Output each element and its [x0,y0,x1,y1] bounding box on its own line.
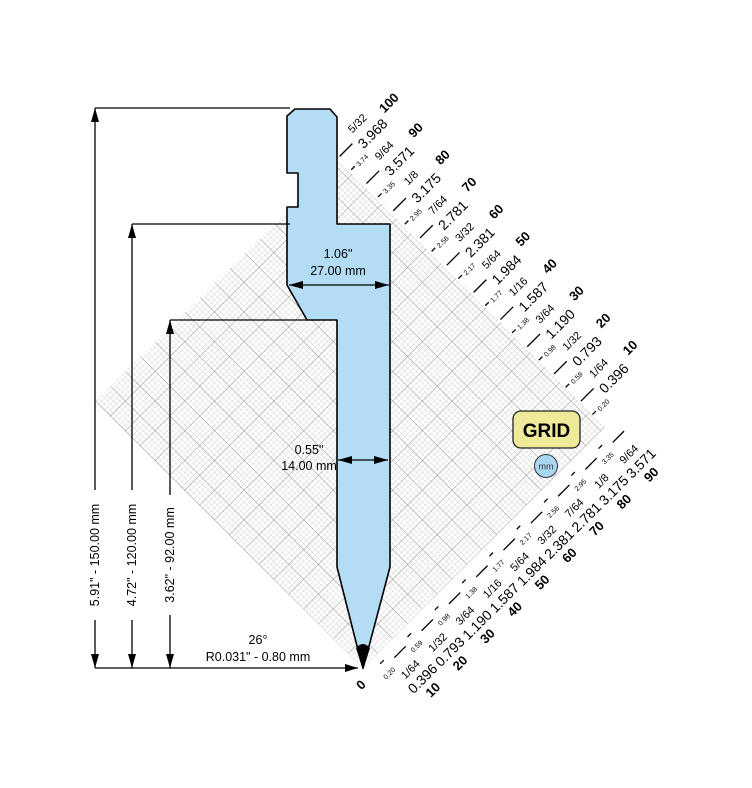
lower-scale-minor-tick [379,659,385,665]
lower-scale-inch-mark: 3.35 [601,451,616,466]
upper-scale-major-tick [553,360,568,375]
lower-scale-major-tick [584,457,598,470]
upper-scale-inch-mark: 2.95 [409,208,424,223]
upper-scale-value: 10 [620,337,641,358]
upper-scale-minor-tick [350,165,356,171]
lower-scale-minor-tick [434,605,439,611]
upper-scale-minor-tick [484,301,490,307]
upper-scale-minor-tick [538,356,543,361]
upper-scale-major-tick [339,143,353,157]
lower-scale-major-tick [557,484,570,497]
upper-scale-value: 40 [539,256,560,277]
grid-button[interactable]: GRID [512,410,581,449]
upper-scale-minor-tick [591,410,597,416]
upper-scale-value: 90 [405,120,426,141]
radius-label: R0.031" - 0.80 mm [206,650,310,664]
lower-scale-minor-tick [598,444,603,450]
lower-scale-major-tick [393,645,407,659]
upper-scale-major-tick [499,306,514,321]
lower-scale-major-tick [475,565,489,578]
lower-scale-minor-tick [488,552,494,557]
lower-scale-major-tick [612,430,625,443]
upper-scale-minor-tick [565,383,570,388]
lower-scale-inch-mark: 0.59 [410,640,425,655]
lower-scale-major-tick [530,511,543,524]
upper-scale-major-tick [446,251,461,266]
width-14-inch-label: 0.55" [295,443,324,457]
height-120-label: 4.72" - 120.00 mm [125,504,139,606]
upper-scale-value: 100 [376,90,402,116]
upper-scale-inch-mark: 2.17 [463,262,478,277]
lower-scale-inch-mark: 2.56 [546,505,561,520]
punch-tip [356,644,370,670]
dimension-lines [91,107,389,672]
upper-scale-major-tick [526,333,541,348]
lower-scale-minor-tick [570,471,576,476]
upper-scale-minor-tick [431,247,436,252]
lower-scale-minor-tick [461,579,467,584]
lower-scale-inch-mark: 1.38 [465,586,480,601]
upper-scale-inch-mark: 1.38 [516,317,531,332]
width-27-mm-label: 27.00 mm [310,264,366,278]
upper-scale-value: 80 [432,147,453,168]
upper-scale-major-tick [365,170,380,185]
upper-scale-inch-mark: 0.98 [543,344,558,359]
lower-scale-minor-tick [516,525,521,530]
upper-scale-value: 20 [593,310,614,331]
upper-scale-inch-mark: 0.20 [597,398,612,413]
upper-scale-value: 50 [512,228,533,249]
upper-scale-value: 60 [486,201,507,222]
height-150-label: 5.91" - 150.00 mm [88,504,102,606]
unit-toggle-label: mm [539,462,554,472]
angle-label: 26° [249,633,268,647]
upper-scale-major-tick [419,224,434,239]
upper-scale-major-tick [392,197,407,212]
lower-scale-zero: 0 [353,677,369,693]
lower-scale-inch-mark: 2.95 [574,478,589,493]
grid-button-label: GRID [523,421,571,442]
lower-scale-minor-tick [407,632,412,638]
lower-scale-major-tick [421,618,434,632]
upper-scale-minor-tick [457,274,463,280]
lower-scale-major-tick [448,592,461,605]
width-27-inch-label: 1.06" [324,247,353,261]
upper-scale-inch-mark: 1.77 [490,290,505,305]
lower-scale-inch-mark: 2.17 [519,532,534,547]
upper-scale-value: 30 [566,283,587,304]
unit-toggle-mm[interactable]: mm [534,454,558,478]
upper-scale-inch-mark: 3.35 [382,181,397,196]
lower-scale-inch-mark: 0.98 [437,613,452,628]
upper-scale-minor-tick [404,220,409,225]
lower-scale-minor-tick [543,498,549,503]
upper-scale-inch-mark: 3.74 [356,154,371,169]
lower-scale-inch-mark: 0.20 [383,667,398,682]
lower-scale-inch-mark: 1.77 [492,559,507,574]
upper-scale-minor-tick [511,328,517,334]
height-92-label: 3.62" - 92.00 mm [163,507,177,602]
upper-scale-major-tick [580,387,595,402]
width-14-mm-label: 14.00 mm [281,459,337,473]
upper-scale-major-tick [473,279,487,293]
upper-scale-inch-mark: 0.59 [570,371,585,386]
upper-scale-value: 70 [459,174,480,195]
lower-scale-major-tick [503,538,516,551]
upper-scale-inch-mark: 2.56 [436,235,451,250]
upper-scale-minor-tick [377,192,383,198]
